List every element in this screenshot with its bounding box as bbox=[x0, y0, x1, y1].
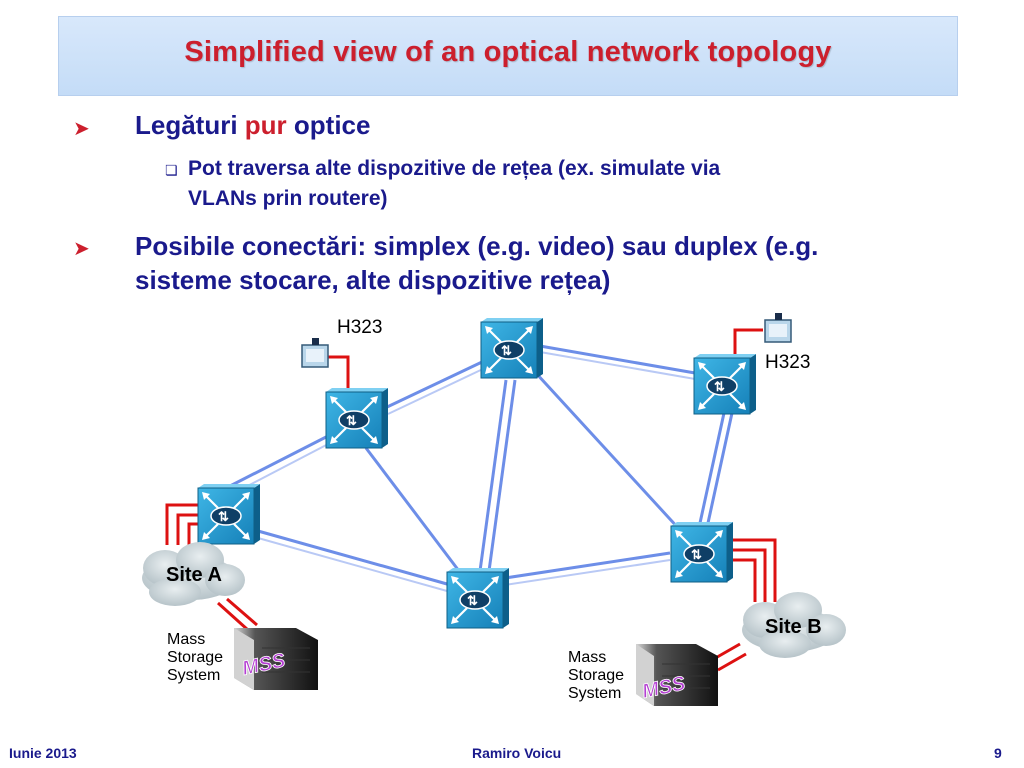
mss-b-line3: System bbox=[568, 685, 622, 702]
switch-1-icon: ⇅ bbox=[197, 484, 260, 545]
link-n4-n6a bbox=[698, 412, 726, 524]
site-b-cloud-icon bbox=[742, 592, 846, 658]
switch-3-icon: ⇅ bbox=[480, 318, 543, 379]
svg-text:⇅: ⇅ bbox=[501, 343, 512, 358]
switch-4-icon: ⇅ bbox=[693, 354, 756, 415]
optical-links bbox=[229, 344, 734, 592]
site-a-cloud-icon bbox=[142, 542, 245, 606]
link-n2-n5 bbox=[364, 447, 461, 572]
svg-text:⇅: ⇅ bbox=[218, 509, 229, 524]
bullet-1-highlight: pur bbox=[244, 110, 287, 140]
link-n3-n6 bbox=[533, 370, 682, 532]
sub-bullet-1-line1: Pot traversa alte dispozitive de rețea (… bbox=[188, 157, 721, 180]
link-h323-right bbox=[733, 328, 763, 356]
link-n5-n6 bbox=[504, 551, 671, 580]
sub-bullet-1: Pot traversa alte dispozitive de rețea (… bbox=[188, 154, 720, 214]
bullet-arrow-icon: ➤ bbox=[73, 238, 90, 260]
bullet-1-suffix: optice bbox=[286, 110, 371, 140]
link-n1-n2 bbox=[229, 434, 329, 488]
h323-terminal-right-icon bbox=[764, 313, 792, 343]
slide-title: Simplified view of an optical network to… bbox=[184, 36, 832, 68]
link-n2-n3 bbox=[384, 360, 483, 410]
mass-storage-a-icon bbox=[234, 628, 318, 690]
site-b-label: Site B bbox=[765, 616, 822, 638]
svg-text:⇅: ⇅ bbox=[714, 379, 725, 394]
bullet-1: Legături pur optice bbox=[135, 110, 370, 141]
switch-2-icon: ⇅ bbox=[325, 388, 388, 449]
footer-page-number: 9 bbox=[994, 745, 1002, 761]
bullet-1-prefix: Legături bbox=[135, 110, 245, 140]
sub-bullet-1-line2: VLANs prin routere) bbox=[188, 187, 388, 210]
bullet-2: Posibile conectări: simplex (e.g. video)… bbox=[135, 231, 819, 295]
mss-b-label: Mass Storage System bbox=[568, 649, 624, 703]
switch-5-icon: ⇅ bbox=[446, 568, 509, 629]
footer-author: Ramiro Voicu bbox=[472, 745, 562, 761]
link-n1-n5 bbox=[257, 529, 448, 586]
svg-text:⇅: ⇅ bbox=[691, 547, 702, 562]
mss-b-line2: Storage bbox=[568, 667, 625, 684]
switch-6-icon: ⇅ bbox=[670, 522, 733, 583]
mss-a-line2: Storage bbox=[167, 649, 224, 666]
footer-date: Iunie 2013 bbox=[9, 745, 77, 761]
link-n3-n5a bbox=[478, 379, 508, 572]
mss-a-line3: System bbox=[167, 667, 221, 684]
mass-storage-b-icon bbox=[636, 644, 718, 706]
mss-a-label: Mass Storage System bbox=[167, 631, 223, 685]
mss-b-line1: Mass bbox=[568, 649, 607, 666]
h323-left-label: H323 bbox=[337, 317, 383, 338]
mss-a-line1: Mass bbox=[167, 631, 206, 648]
svg-text:⇅: ⇅ bbox=[346, 413, 357, 428]
title-band: Simplified view of an optical network to… bbox=[58, 16, 958, 96]
h323-terminal-left-icon bbox=[301, 338, 329, 368]
bullet-arrow-icon: ➤ bbox=[73, 118, 90, 140]
square-bullet-icon: ❏ bbox=[165, 162, 178, 178]
site-a-label: Site A bbox=[166, 564, 222, 586]
link-n3-n4 bbox=[539, 344, 696, 375]
svg-text:⇅: ⇅ bbox=[467, 593, 478, 608]
h323-right-label: H323 bbox=[765, 352, 811, 373]
